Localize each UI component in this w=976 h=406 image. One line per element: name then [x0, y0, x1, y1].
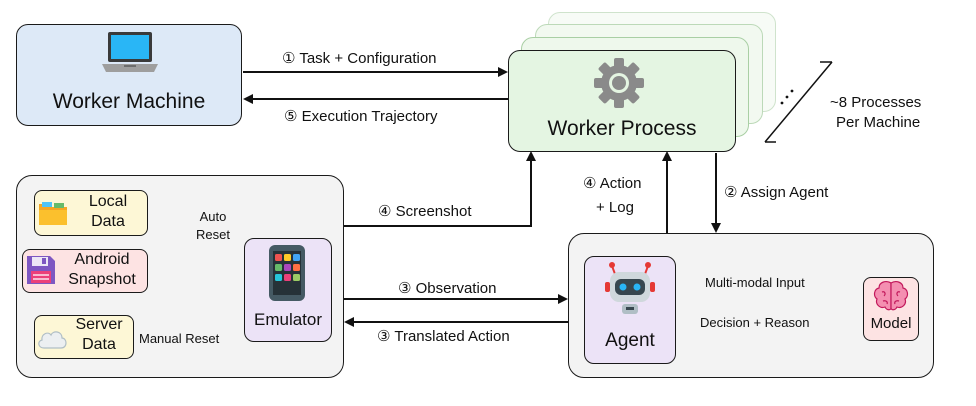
phone-icon [264, 244, 310, 307]
android-snapshot-label-1: Android [74, 251, 130, 268]
screenshot-arrow [344, 151, 536, 227]
task-config-label: ① Task + Configuration [282, 50, 437, 67]
android-snapshot-label-2: Snapshot [68, 271, 136, 288]
brain-icon [872, 280, 910, 317]
cloud-icon [36, 328, 68, 355]
decision-reason-label: Decision + Reason [700, 315, 810, 330]
auto-reset-label-1: Auto [199, 209, 227, 224]
worker-machine-label: Worker Machine [52, 90, 206, 113]
action-log-label-2: + Log [596, 199, 634, 216]
robot-icon [600, 260, 660, 325]
model-label: Model [870, 315, 912, 332]
manual-reset-label: Manual Reset [139, 331, 220, 346]
agent-label: Agent [605, 330, 655, 351]
auto-reset-label-2: Reset [196, 227, 230, 242]
processes-note-line1: ~8 Processes [830, 94, 922, 111]
exec-trajectory-label: ⑤ Execution Trajectory [284, 108, 438, 125]
screenshot-label: ④ Screenshot [378, 203, 472, 220]
server-data-label-1: Server [75, 316, 123, 333]
laptop-icon [102, 30, 158, 79]
processes-slash [764, 61, 833, 143]
multimodal-input-label: Multi-modal Input [705, 275, 805, 290]
action-log-label-1: ④ Action [583, 175, 642, 192]
assign-agent-label: ② Assign Agent [724, 184, 829, 201]
observation-label: ③ Observation [398, 280, 497, 297]
local-data-label-1: Local [88, 193, 128, 210]
folder-icon [38, 199, 68, 232]
translated-action-label: ③ Translated Action [377, 328, 510, 345]
worker-process-label: Worker Process [547, 117, 697, 140]
floppy-disk-icon [26, 255, 56, 290]
emulator-label: Emulator [253, 310, 323, 329]
local-data-label-2: Data [91, 213, 125, 230]
processes-note-line2: Per Machine [836, 114, 921, 131]
gear-icon [592, 56, 646, 115]
server-data-label-2: Data [82, 336, 116, 353]
